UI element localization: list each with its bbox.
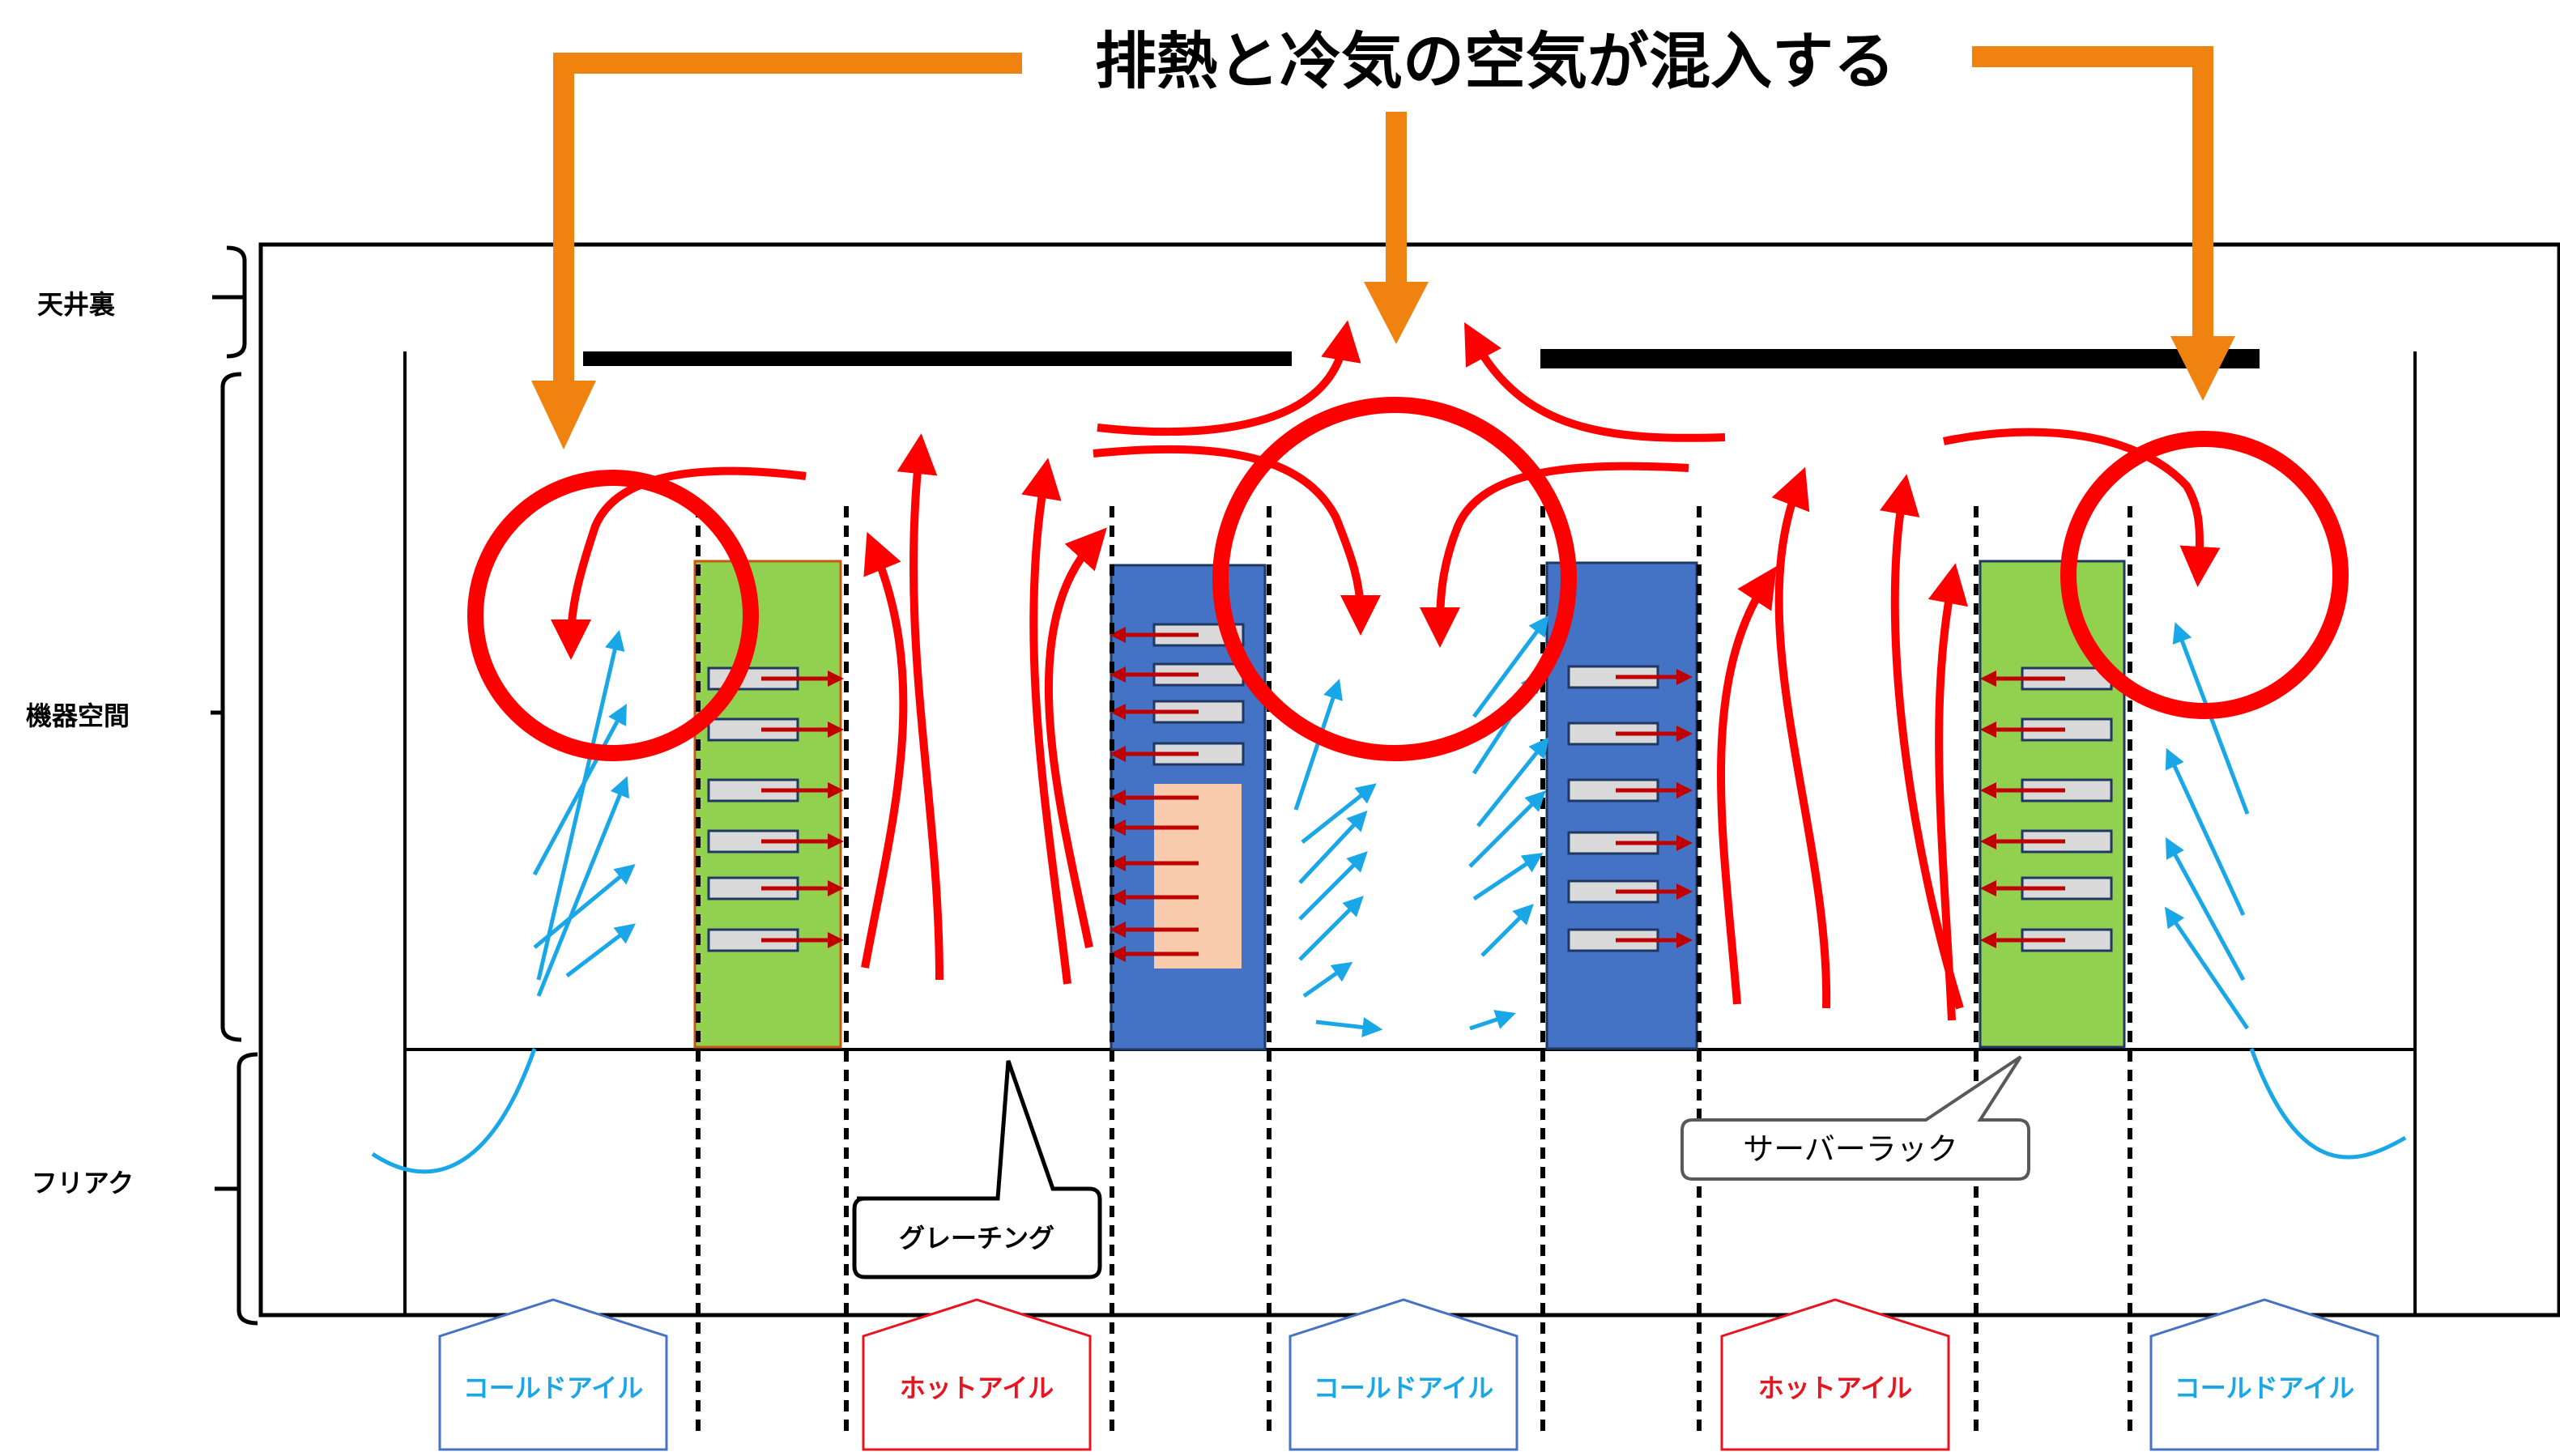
cold-air-arrow — [1302, 961, 1353, 998]
orange-arrowhead-right — [2170, 336, 2235, 401]
cold-air-arrow — [1480, 904, 1534, 957]
servers — [707, 623, 2113, 962]
hot-flow-1 — [861, 531, 908, 969]
mixing-zones — [467, 397, 2349, 761]
aisle-house-shape — [862, 1298, 1092, 1451]
mixing-zone-right — [2060, 431, 2349, 719]
bracket-floor — [236, 1052, 258, 1326]
hot-flow-2 — [897, 433, 943, 981]
cold-air-arrow — [2164, 906, 2250, 1030]
hot-flow-7 — [1880, 474, 1964, 1010]
aisle-house-shape — [2149, 1298, 2379, 1451]
cold-air-arrow — [565, 923, 636, 977]
orange-arrow-right — [1972, 46, 2213, 340]
cold-air-arrow — [1472, 615, 1549, 718]
server-rack-4 — [1979, 560, 2126, 1049]
aisle-label-text: コールドアイル — [2175, 1373, 2354, 1403]
bracket-equipment — [220, 372, 242, 1042]
cold-air-arrow — [2166, 837, 2246, 981]
zone-label-equipment: 機器空間 — [26, 700, 130, 731]
zone-label-ceiling: 天井裏 — [37, 289, 116, 320]
cold-air-arrow — [533, 864, 636, 949]
cold-air-arrow — [1298, 851, 1368, 921]
hot-air-flows — [551, 320, 2221, 1021]
mixing-zone-left — [467, 470, 759, 761]
mix-flow-center-down-left — [1093, 445, 1381, 636]
cold-air-arrow — [1472, 853, 1544, 901]
aisle-house-shape — [438, 1298, 668, 1451]
grating-callout — [852, 1060, 1102, 1279]
hot-flow-4 — [1044, 527, 1107, 949]
zone-label-floor: フリアク — [32, 1168, 134, 1198]
bracket-ceiling — [226, 245, 247, 359]
cold-air-arrow — [1476, 737, 1549, 828]
cold-air-flows — [371, 615, 2407, 1174]
aisle-label-text: ホットアイル — [1758, 1373, 1912, 1403]
aisle-label-4: ホットアイル — [1720, 1298, 1950, 1451]
aisle-labels: コールドアイル ホットアイル コールドアイル ホットアイル コールドアイル — [438, 1298, 2379, 1451]
cold-air-arrow — [1469, 1010, 1516, 1031]
cold-air-arrow — [1301, 783, 1377, 844]
cold-air-arrow — [2172, 622, 2250, 815]
mix-flow-left — [551, 466, 807, 660]
mix-flow-center-up-left — [1097, 320, 1361, 436]
hot-flow-8 — [1927, 563, 1968, 1021]
aisle-house-shape — [1289, 1298, 1519, 1451]
mix-flow-center-down-right — [1420, 462, 1689, 648]
aisle-label-2: ホットアイル — [862, 1298, 1092, 1451]
diagram-title: 排熱と冷気の空気が混入する — [1095, 25, 1895, 97]
mixing-zone-center — [1212, 397, 1577, 761]
orange-arrowheads — [531, 282, 2235, 449]
racks — [693, 560, 2126, 1051]
server-rack-3 — [1545, 561, 1698, 1050]
cold-air-arrow — [536, 629, 625, 981]
cold-air-arrow — [1293, 679, 1343, 811]
cold-air-arrow — [1315, 1017, 1383, 1037]
cold-air-arrow — [1298, 896, 1364, 961]
grating-callout-label: グレーチング — [899, 1223, 1054, 1254]
aisle-label-text: ホットアイル — [900, 1373, 1054, 1403]
aisle-label-5: コールドアイル — [2149, 1298, 2379, 1451]
cold-inflow-left — [371, 1048, 537, 1174]
cold-air-arrow — [1468, 790, 1546, 868]
server-rack-1 — [693, 560, 842, 1049]
cold-inflow-right — [2249, 1048, 2407, 1160]
server-rack-callout-label: サーバーラック — [1743, 1131, 1958, 1167]
orange-arrow-left — [553, 53, 1022, 397]
aisle-label-1: コールドアイル — [438, 1298, 668, 1451]
server-unit — [2021, 778, 2113, 803]
cold-air-arrow — [536, 776, 629, 997]
orange-arrowhead-center — [1364, 282, 1429, 344]
cold-air-arrow — [2165, 747, 2246, 917]
orange-arrows — [553, 46, 2213, 397]
hot-flow-6 — [1771, 466, 1831, 1009]
hot-flow-3 — [1021, 458, 1071, 985]
cold-air-arrow — [532, 704, 627, 876]
cold-air-arrow — [1298, 810, 1368, 884]
aisle-house-shape — [1720, 1298, 1950, 1451]
aisle-label-text: コールドアイル — [1314, 1373, 1493, 1403]
mix-flow-right — [1942, 428, 2221, 587]
mix-flow-center-up-right — [1464, 322, 1726, 442]
rack-panel-peach — [1154, 784, 1242, 969]
aisle-label-3: コールドアイル — [1289, 1298, 1519, 1451]
hot-flow-5 — [1717, 566, 1777, 1005]
aisle-label-text: コールドアイル — [463, 1373, 643, 1403]
server-rack-callout — [1680, 1055, 2030, 1181]
orange-arrowhead-left — [531, 381, 596, 449]
